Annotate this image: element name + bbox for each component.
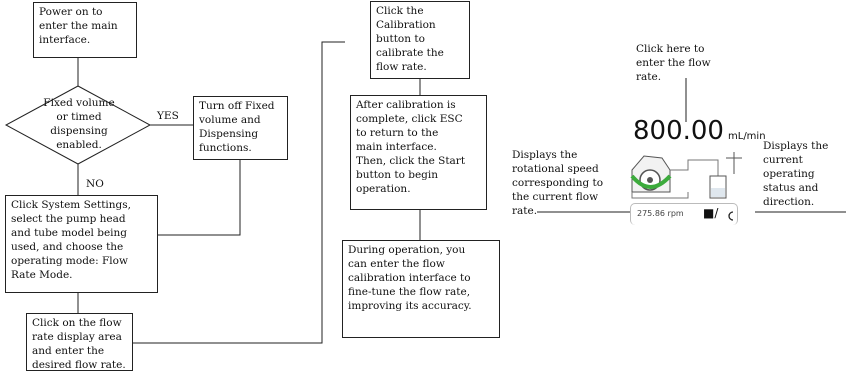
step-calibration: Click the Calibration button to calibrat… bbox=[370, 1, 470, 79]
callout-left: Displays the rotational speed correspond… bbox=[512, 149, 604, 217]
yes-label: YES bbox=[157, 110, 179, 122]
step-during-operation: During operation, you can enter the flow… bbox=[342, 240, 500, 338]
tube-icon bbox=[630, 174, 672, 189]
flow-rate-unit: mL/min bbox=[728, 131, 766, 142]
callout-right: Displays the current operating status an… bbox=[763, 140, 829, 208]
decision-text: Fixed volume or timed dispensing enabled… bbox=[43, 97, 115, 151]
callout-top: Click here to enter the flow rate. bbox=[636, 43, 711, 83]
status-bar: 275.86 rpm ■/ bbox=[630, 203, 738, 225]
status-direction-icon[interactable]: ■/ bbox=[703, 206, 719, 220]
step-click-flow-rate: Click on the flow rate display area and … bbox=[26, 313, 133, 371]
rpm-value: 275.86 rpm bbox=[637, 209, 684, 218]
step-system-settings: Click System Settings, select the pump h… bbox=[5, 195, 158, 293]
rotation-direction-icon bbox=[728, 211, 734, 221]
step-turn-off: Turn off Fixed volume and Dispensing fun… bbox=[193, 96, 288, 160]
step-after-calibration: After calibration is complete, click ESC… bbox=[350, 95, 487, 210]
step-power-on: Power on to enter the main interface. bbox=[33, 2, 137, 58]
flow-rate-value: 800.00 bbox=[633, 116, 724, 146]
no-label: NO bbox=[86, 178, 104, 190]
flow-rate-display[interactable]: 800.00 mL/min bbox=[630, 116, 770, 152]
pump-graphic bbox=[630, 152, 742, 199]
